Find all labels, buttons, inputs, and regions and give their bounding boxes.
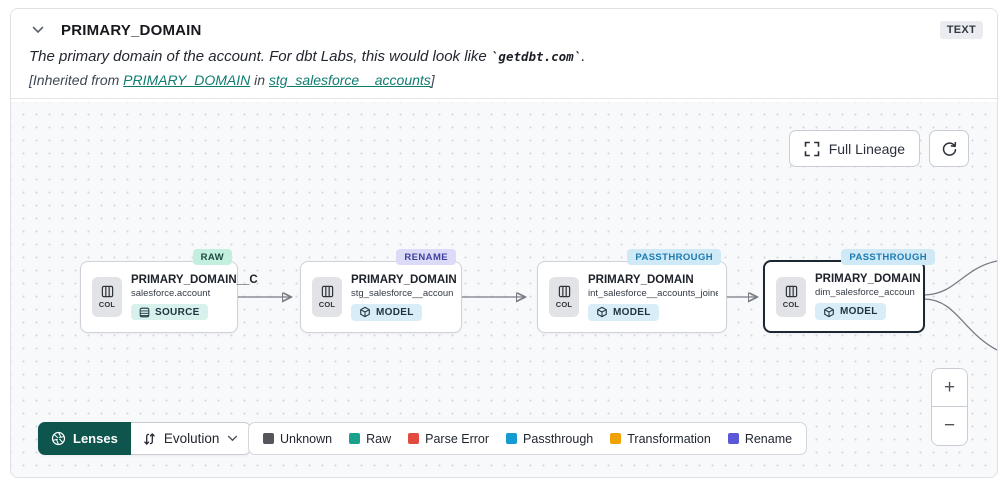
col-chip-label: COL [782,299,800,309]
inherited-model-link[interactable]: stg_salesforce__accounts [268,72,431,88]
full-lineage-label: Full Lineage [828,140,905,157]
node-subtitle: stg_salesforce__accounts [351,287,453,299]
legend-swatch [408,433,420,444]
model-icon [597,306,607,318]
lenses-button[interactable]: Lenses [38,422,131,455]
evolution-icon [144,432,155,445]
source-icon [139,307,150,317]
model-icon [360,306,370,318]
column-chip: COL [776,276,806,317]
legend-swatch [349,433,361,444]
canvas-toolbar: Full Lineage [788,130,969,167]
legend-item: Raw [349,432,391,446]
zoom-controls: + − [931,368,968,446]
status-badge: RENAME [396,249,456,265]
legend-item: Rename [727,432,792,446]
resource-tag-label: SOURCE [155,306,200,318]
refresh-button[interactable] [929,130,969,167]
status-badge: RAW [192,249,232,265]
zoom-in-button[interactable]: + [932,369,967,407]
lineage-canvas[interactable]: Full Lineage RAW COL PRIMARY_DOMAIN__C s… [11,102,997,477]
legend-item: Passthrough [506,432,593,446]
zoom-out-button[interactable]: − [932,407,967,445]
legend-swatch [727,433,739,444]
resource-tag-label: MODEL [613,306,651,318]
columns-icon [101,285,113,298]
refresh-icon [942,141,956,156]
node-title: PRIMARY_DOMAIN [815,273,921,285]
lineage-node-staging[interactable]: RENAME COL PRIMARY_DOMAIN stg_salesforce… [300,249,462,333]
columns-icon [558,285,570,298]
inherited-column-link[interactable]: PRIMARY_DOMAIN [123,72,251,88]
resource-tag-label: MODEL [840,306,878,317]
status-badge: PASSTHROUGH [841,249,935,265]
node-subtitle: dim_salesforce_accounts [815,287,915,298]
column-type-badge: TEXT [939,21,983,39]
resource-tag: MODEL [815,303,886,320]
node-title: PRIMARY_DOMAIN__C [131,274,258,286]
fullscreen-icon [804,141,820,156]
status-badge: PASSTHROUGH [627,249,721,265]
lineage-node-intermediate[interactable]: PASSTHROUGH COL PRIMARY_DOMAIN int_sales… [537,249,727,333]
inherited-from-note: [Inherited from PRIMARY_DOMAIN in stg_sa… [29,72,435,88]
col-chip-label: COL [98,300,116,309]
lens-dropdown[interactable]: Evolution [130,422,252,455]
column-description: The primary domain of the account. For d… [29,48,586,65]
legend-item: Transformation [610,432,711,446]
columns-icon [785,285,797,297]
lineage-node-dim-selected[interactable]: PASSTHROUGH COL PRIMARY_DOMAIN dim_sales… [763,249,935,333]
node-title: PRIMARY_DOMAIN [351,273,457,286]
lenses-label: Lenses [73,431,118,446]
legend-swatch [506,433,518,444]
lineage-panel: PRIMARY_DOMAIN TEXT The primary domain o… [10,8,998,478]
lineage-node-source[interactable]: RAW COL PRIMARY_DOMAIN__C salesforce.acc… [80,249,258,333]
legend-swatch [263,433,274,444]
lens-selected-label: Evolution [163,431,220,446]
page-title: PRIMARY_DOMAIN [61,21,202,39]
column-chip: COL [549,277,579,317]
resource-tag: SOURCE [131,304,208,320]
aperture-icon [51,431,66,446]
columns-icon [321,285,333,298]
column-chip: COL [312,277,342,317]
column-header: PRIMARY_DOMAIN TEXT The primary domain o… [11,9,997,99]
col-chip-label: COL [555,300,573,309]
resource-tag: MODEL [588,303,659,321]
legend-item: Parse Error [408,432,489,446]
inline-code: `getdbt.com` [490,49,582,64]
resource-tag-label: MODEL [376,306,414,318]
legend-item: Unknown [263,432,332,446]
status-legend: Unknown Raw Parse Error Passthrough Tran… [248,422,808,455]
full-lineage-button[interactable]: Full Lineage [788,130,920,167]
resource-tag: MODEL [351,303,422,321]
chevron-down-icon [228,435,238,442]
column-chip: COL [92,277,122,317]
node-title: PRIMARY_DOMAIN [588,273,694,286]
legend-swatch [610,433,622,444]
lenses-control: Lenses Evolution [38,422,252,455]
node-subtitle: int_salesforce__accounts_joined [588,287,718,299]
col-chip-label: COL [318,300,336,309]
node-subtitle: salesforce.account [131,288,211,299]
model-icon [824,306,834,317]
collapse-chevron-icon[interactable] [29,21,47,39]
